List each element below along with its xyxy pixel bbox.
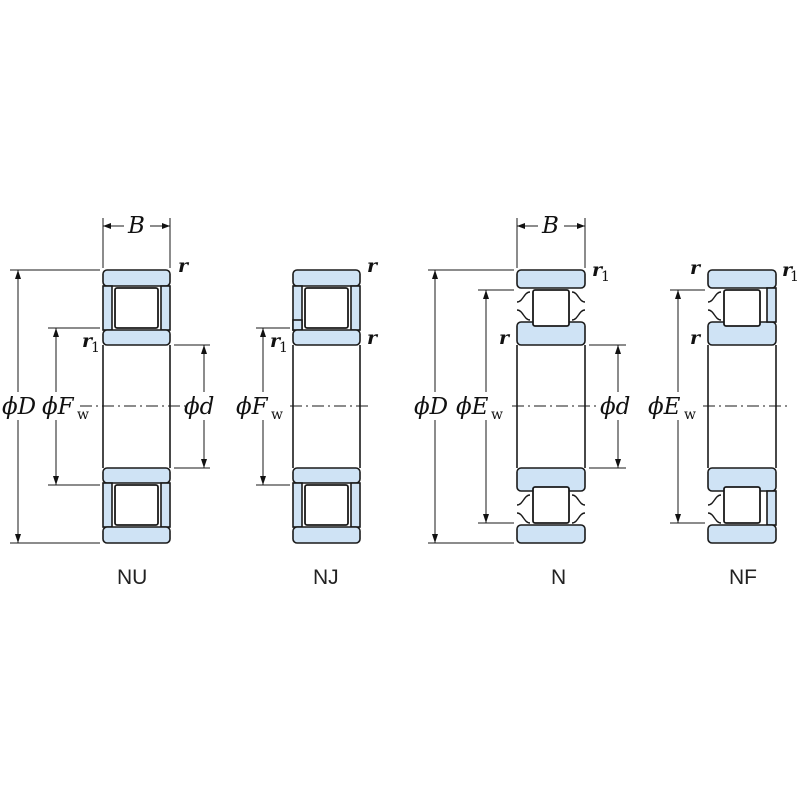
outer-ring-bottom <box>102 526 171 544</box>
chamfer-label: r <box>178 255 190 277</box>
chamfer-label: r <box>690 327 702 349</box>
outer-diameter-label: ϕD <box>2 394 36 420</box>
outer-flange-bottom <box>292 482 303 528</box>
outer-flange-top <box>160 285 171 331</box>
roller-bottom <box>723 486 761 524</box>
bearing-type-label: N <box>551 566 566 589</box>
bearing-type-label: NU <box>117 566 147 589</box>
chamfer-label: r <box>367 327 379 349</box>
chamfer-subscript: 1 <box>601 269 610 285</box>
width-label: B <box>541 213 559 239</box>
outer-flange-bottom <box>102 482 113 528</box>
roller-top <box>304 287 349 329</box>
chamfer-subscript: 1 <box>790 269 799 285</box>
raceway-diameter-label: ϕF <box>236 394 269 420</box>
outer-ring-top <box>516 269 586 289</box>
raceway-diameter-subscript: w <box>491 407 503 423</box>
outer-ring-bottom <box>292 526 361 544</box>
raceway-diameter-subscript: w <box>684 407 696 423</box>
raceway-diameter-subscript: w <box>271 407 283 423</box>
chamfer-subscript: 1 <box>279 340 288 356</box>
bore-diameter-label: ϕd <box>184 394 214 420</box>
bore-diameter-label: ϕd <box>600 394 630 420</box>
outer-ring-bottom <box>707 524 777 544</box>
outer-diameter-label: ϕD <box>414 394 448 420</box>
roller-bottom <box>114 484 159 526</box>
chamfer-label: r <box>82 330 94 352</box>
chamfer-label: r <box>592 259 604 281</box>
inner-ring-bottom <box>102 467 171 484</box>
bearing-nu: B ϕD ϕF w ϕd r r 1 NU <box>2 213 220 589</box>
bearing-type-label: NJ <box>313 566 339 589</box>
outer-flange-bottom <box>350 482 361 528</box>
inner-flange-top <box>766 287 777 323</box>
raceway-diameter-label: ϕE <box>456 394 489 420</box>
raceway-diameter-subscript: w <box>77 407 89 423</box>
roller-bottom <box>304 484 349 526</box>
roller-top <box>532 289 570 327</box>
width-label: B <box>127 213 145 239</box>
roller-bottom <box>532 486 570 524</box>
raceway-diameter-label: ϕE <box>648 394 681 420</box>
outer-ring-top <box>292 269 361 287</box>
outer-ring-bottom <box>516 524 586 544</box>
bearing-nf: ϕE w r r 1 r NF <box>648 257 799 589</box>
chamfer-subscript: 1 <box>91 340 100 356</box>
chamfer-label: r <box>367 255 379 277</box>
raceway-diameter-label: ϕF <box>42 394 75 420</box>
bearing-type-label: NF <box>729 566 757 589</box>
outer-flange-top <box>102 285 113 331</box>
inner-ring-bottom <box>292 467 361 484</box>
inner-ring-top <box>292 329 361 346</box>
chamfer-label: r <box>782 259 794 281</box>
roller-top <box>114 287 159 329</box>
outer-ring-top <box>102 269 171 287</box>
outer-flange-top <box>350 285 361 331</box>
inner-ring-top <box>102 329 171 346</box>
roller-top <box>723 289 761 327</box>
outer-ring-top <box>707 269 777 289</box>
chamfer-label: r <box>270 330 282 352</box>
chamfer-label: r <box>690 257 702 279</box>
outer-flange-bottom <box>160 482 171 528</box>
inner-flange-top <box>292 319 303 331</box>
bearing-nj: ϕF w r r 1 r NJ <box>236 255 379 589</box>
chamfer-label: r <box>499 327 511 349</box>
bearing-n: B ϕD ϕE w ϕd r 1 r N <box>414 213 635 589</box>
inner-flange-bottom <box>766 490 777 526</box>
